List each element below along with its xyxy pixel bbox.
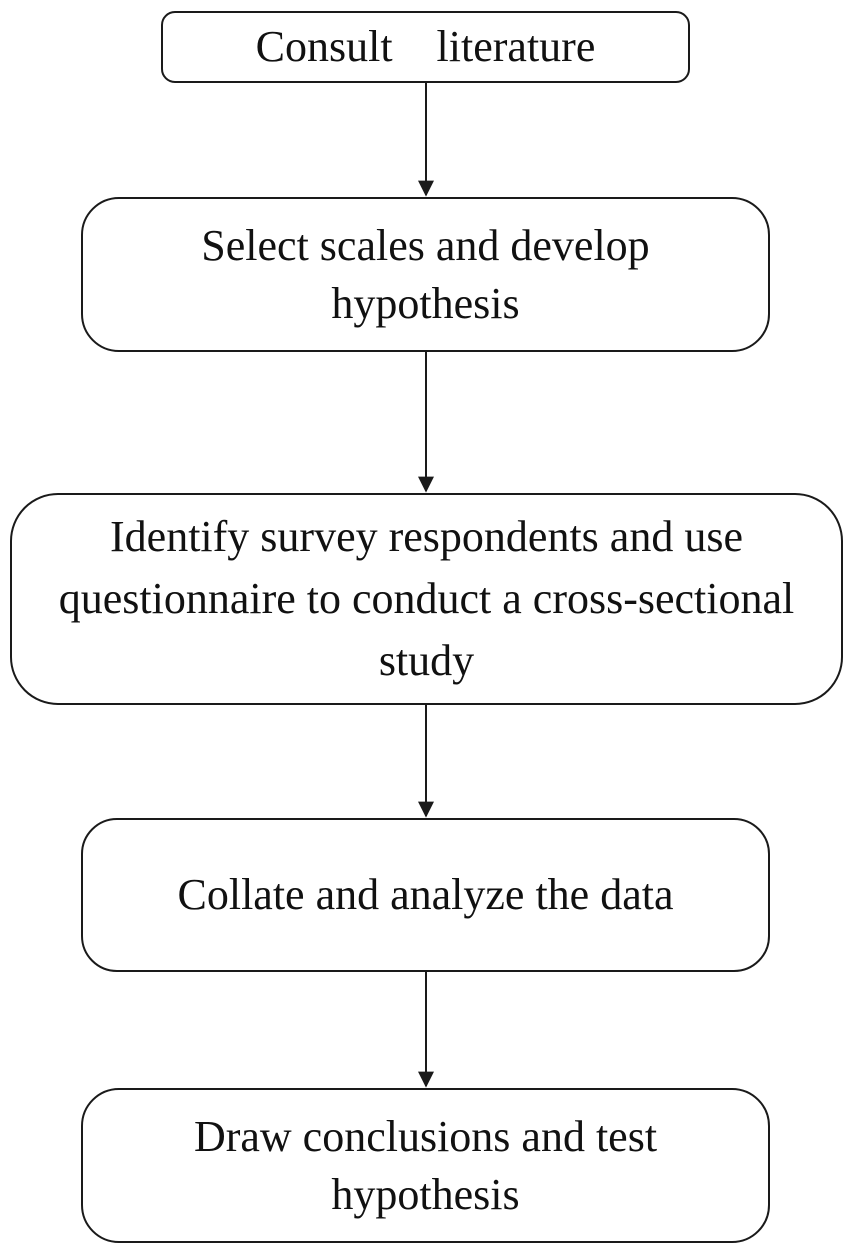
step-label: Collate and analyze the data [177, 870, 674, 919]
step-label: Draw conclusions and test hypothesis [193, 1111, 658, 1219]
step-label: Consult literature [255, 22, 596, 71]
step-label: Select scales and develop hypothesis [201, 220, 650, 328]
step-label: Identify survey respondents and use ques… [58, 512, 795, 685]
step-identify-respondents: Identify survey respondents and use ques… [10, 493, 843, 705]
step-draw-conclusions: Draw conclusions and test hypothesis [81, 1088, 770, 1243]
step-select-scales: Select scales and develop hypothesis [81, 197, 770, 352]
step-collate-analyze: Collate and analyze the data [81, 818, 770, 972]
step-consult-literature: Consult literature [161, 11, 690, 83]
